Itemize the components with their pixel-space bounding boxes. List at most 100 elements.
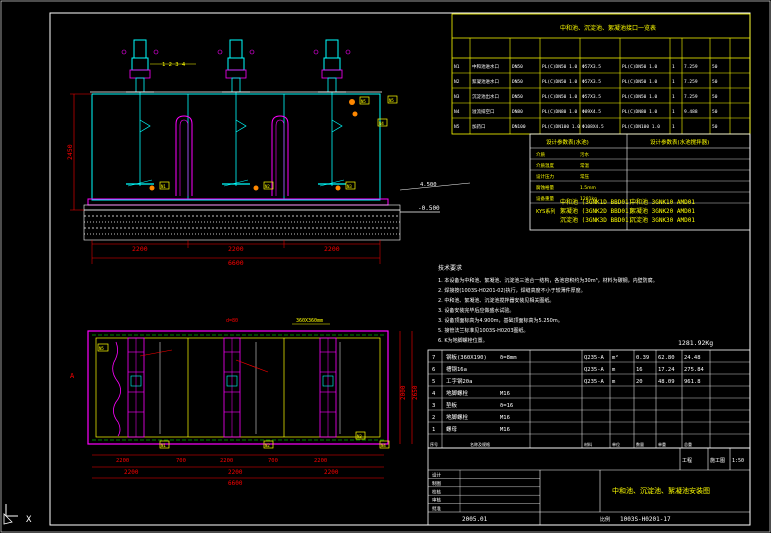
callout-labels: 1 2 3 4 [162,62,186,68]
bom-cell: δ=8mm [500,355,517,361]
plan-subdim-2: 700 [176,458,186,464]
bom-cell: M16 [500,391,510,397]
nozzle-cell: 7.259 [684,79,698,85]
nozzle-cell: Φ57X3.5 [582,94,601,100]
plan-height-dim: 2000 [400,385,407,400]
title-left-label: 审核 [432,497,441,504]
stage-label: 施工图 [710,457,725,464]
design-table: 设计参数表(水池) 设计参数表(水池搅拌器) 介质污水介质温度常温设计压力常压腐… [529,133,751,231]
svg-text:N2: N2 [265,443,270,448]
plan-view: N5 N1 N2 N3 N4 360X360mm d=80 A 2000 265… [70,318,419,487]
bom-cell: M16 [500,415,510,421]
note-line: 5. 接管法兰标准见1003S-H0203图纸。 [438,327,529,334]
grade-note: -0.500 [418,205,440,212]
nozzle-cell: Φ57X3.5 [582,64,601,70]
svg-text:N2: N2 [265,184,270,189]
plan-dim-3: 2200 [324,469,339,476]
elev-dim-2: 2200 [228,245,244,253]
scale-value: 1:50 [732,458,744,464]
nozzle-table-title: 中和池、沉淀池、絮凝池接口一览表 [560,24,656,32]
ucs-x-label: X [26,515,32,525]
nozzle-cell: 1 [672,124,675,130]
bom-cell: Q235-A [584,355,605,361]
elev-dim-3: 2200 [324,245,340,253]
plan-beam-2 [223,337,241,438]
plan-dim-1: 2200 [124,469,139,476]
note-line: 3. 设备顶面标高为4.900m，基础顶面标高为5.250m。 [438,317,563,324]
total-weight: 1281.92Kg [678,339,713,347]
title-left-label: 设计 [432,472,441,479]
plan-subdim-5: 2200 [314,458,327,464]
title-left-label: 制图 [432,480,441,487]
plan-beam-3 [319,337,337,438]
bom-cell: 48.09 [658,379,675,385]
nozzle-cell: 50 [712,94,718,100]
bom-cell: 2 [432,415,435,421]
mixer-right: 沉淀池 3GNK30 AMD01 [630,216,695,224]
bom-cell: 17.24 [658,367,675,373]
design-key: 介质 [536,151,545,158]
mixer-left: 中和池 (3GNK1D BBD01) [560,198,632,206]
drawing-number: 1003S-H0201-17 [620,516,671,523]
mixer-1 [121,39,159,187]
bom-cell: 3 [432,403,435,409]
design-value: 1.5mm [580,185,596,191]
plan-total-dim: 6600 [228,480,243,487]
bom-header: 单位 [612,441,620,447]
nozzle-cell: 50 [712,64,718,70]
svg-text:N4: N4 [381,443,386,448]
svg-text:N5: N5 [389,98,394,103]
bom-cell: 地脚螺栓 [446,413,469,421]
bom-cell: 1 [432,427,435,433]
plan-beam-1 [127,337,145,438]
note-line: 2. 焊接按(1003S-H0201-02)执行，焊缝高度不小于较薄件厚度。 [438,287,586,294]
svg-text:N1: N1 [161,184,166,189]
plan-section-marker: A [70,372,75,380]
plan-tag: 360X360mm [296,318,323,324]
nozzle-cell: 1 [672,79,675,85]
notes-heading: 技术要求 [438,264,462,272]
mixer-right: 中和池 3GNK10 AMD01 [630,198,695,206]
plan-side-dim: 2650 [412,385,419,400]
drawing-title: 中和池、沉淀池、絮凝池安装图 [612,486,710,495]
bom-header: 数量 [636,441,644,447]
nozzle-cell: 1 [672,109,675,115]
nozzle-cell: N5 [454,124,460,130]
design-key: 设备重量 [536,195,554,202]
design-key: 腐蚀裕量 [536,184,554,191]
nozzle-cell: 加药口 [472,123,486,130]
nozzle-cell: Φ108X4.5 [582,124,604,130]
bom-cell: 0.39 [636,355,649,361]
drawing-date: 2005.01 [462,516,488,523]
nozzle-cell: 沉淀池出水口 [472,93,499,100]
bom-cell: 螺母 [446,425,458,433]
bom-cell: 钢板(360X190) [446,353,487,361]
svg-text:N4: N4 [379,121,384,126]
bom-cell: 961.8 [684,379,701,385]
nozzle-cell: Φ57X3.5 [582,79,601,85]
bom-cell: 7 [432,355,435,361]
design-value: 常温 [580,162,589,169]
nozzle-cell: 50 [712,124,718,130]
nozzle-cell: 9.488 [684,109,698,115]
nozzle-cell: DN50 [512,64,523,70]
nozzle-markers-elevation: N5 N5 N4 N1 N2 N3 [149,95,398,191]
nozzle-cell: 1 [672,94,675,100]
nozzle-cell: 絮凝池进水口 [472,78,499,85]
bom-cell: 16 [636,367,643,373]
note-line: 6. K为地脚螺栓位置。 [438,337,488,344]
nozzle-cell: 溢流排空口 [472,108,495,115]
bom-header: 名称及规格 [470,441,490,447]
elevation-height-dim: 2450 [66,144,74,160]
bom-header: 序号 [430,441,438,447]
mixers-elevation [90,39,382,187]
scale-label: 比例 [600,516,610,523]
nozzle-cell: 7.259 [684,64,698,70]
ucs-icon: X [3,504,32,525]
mixer-left: 沉淀池 (3GNK3D BBD01) [560,216,632,224]
nozzle-cell: PL(C)DN50 1.0 [622,94,658,100]
bom-cell: 6 [432,367,435,373]
bom-cell: 垫板 [446,401,458,409]
